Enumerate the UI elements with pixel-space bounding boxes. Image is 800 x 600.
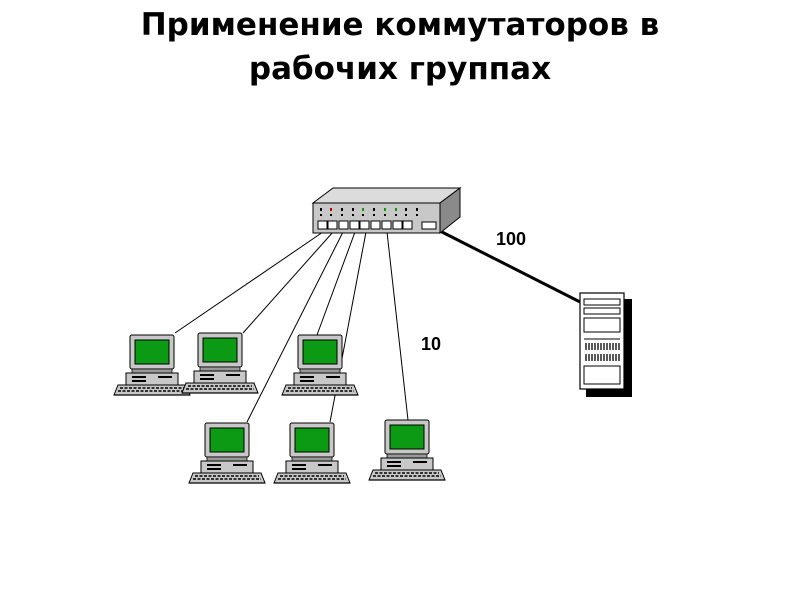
tower-server-icon bbox=[579, 292, 632, 397]
cable-pc-1 bbox=[174, 231, 324, 334]
cable-pc-6 bbox=[386, 231, 409, 421]
slide-title-line-1: Применение коммутаторов в bbox=[140, 7, 660, 43]
slow-cables bbox=[174, 231, 409, 423]
desktop-computer-icon bbox=[188, 422, 266, 484]
slide-title-line-2: рабочих группах bbox=[248, 51, 552, 87]
workstation-speed-label: 10 bbox=[421, 334, 441, 354]
desktop-computer-icon bbox=[273, 422, 351, 484]
network-switch-icon bbox=[311, 187, 462, 235]
cable-pc-2 bbox=[242, 231, 334, 334]
desktop-computer-icon bbox=[113, 334, 191, 396]
cable-pc-3 bbox=[246, 231, 344, 423]
desktop-computer-icon bbox=[368, 419, 446, 481]
desktop-computer-icon bbox=[181, 332, 259, 394]
desktop-computer-icon bbox=[281, 334, 359, 396]
server-uplink-cable bbox=[439, 229, 587, 307]
cable-pc-4 bbox=[316, 231, 356, 336]
uplink-speed-label: 100 bbox=[496, 229, 526, 249]
